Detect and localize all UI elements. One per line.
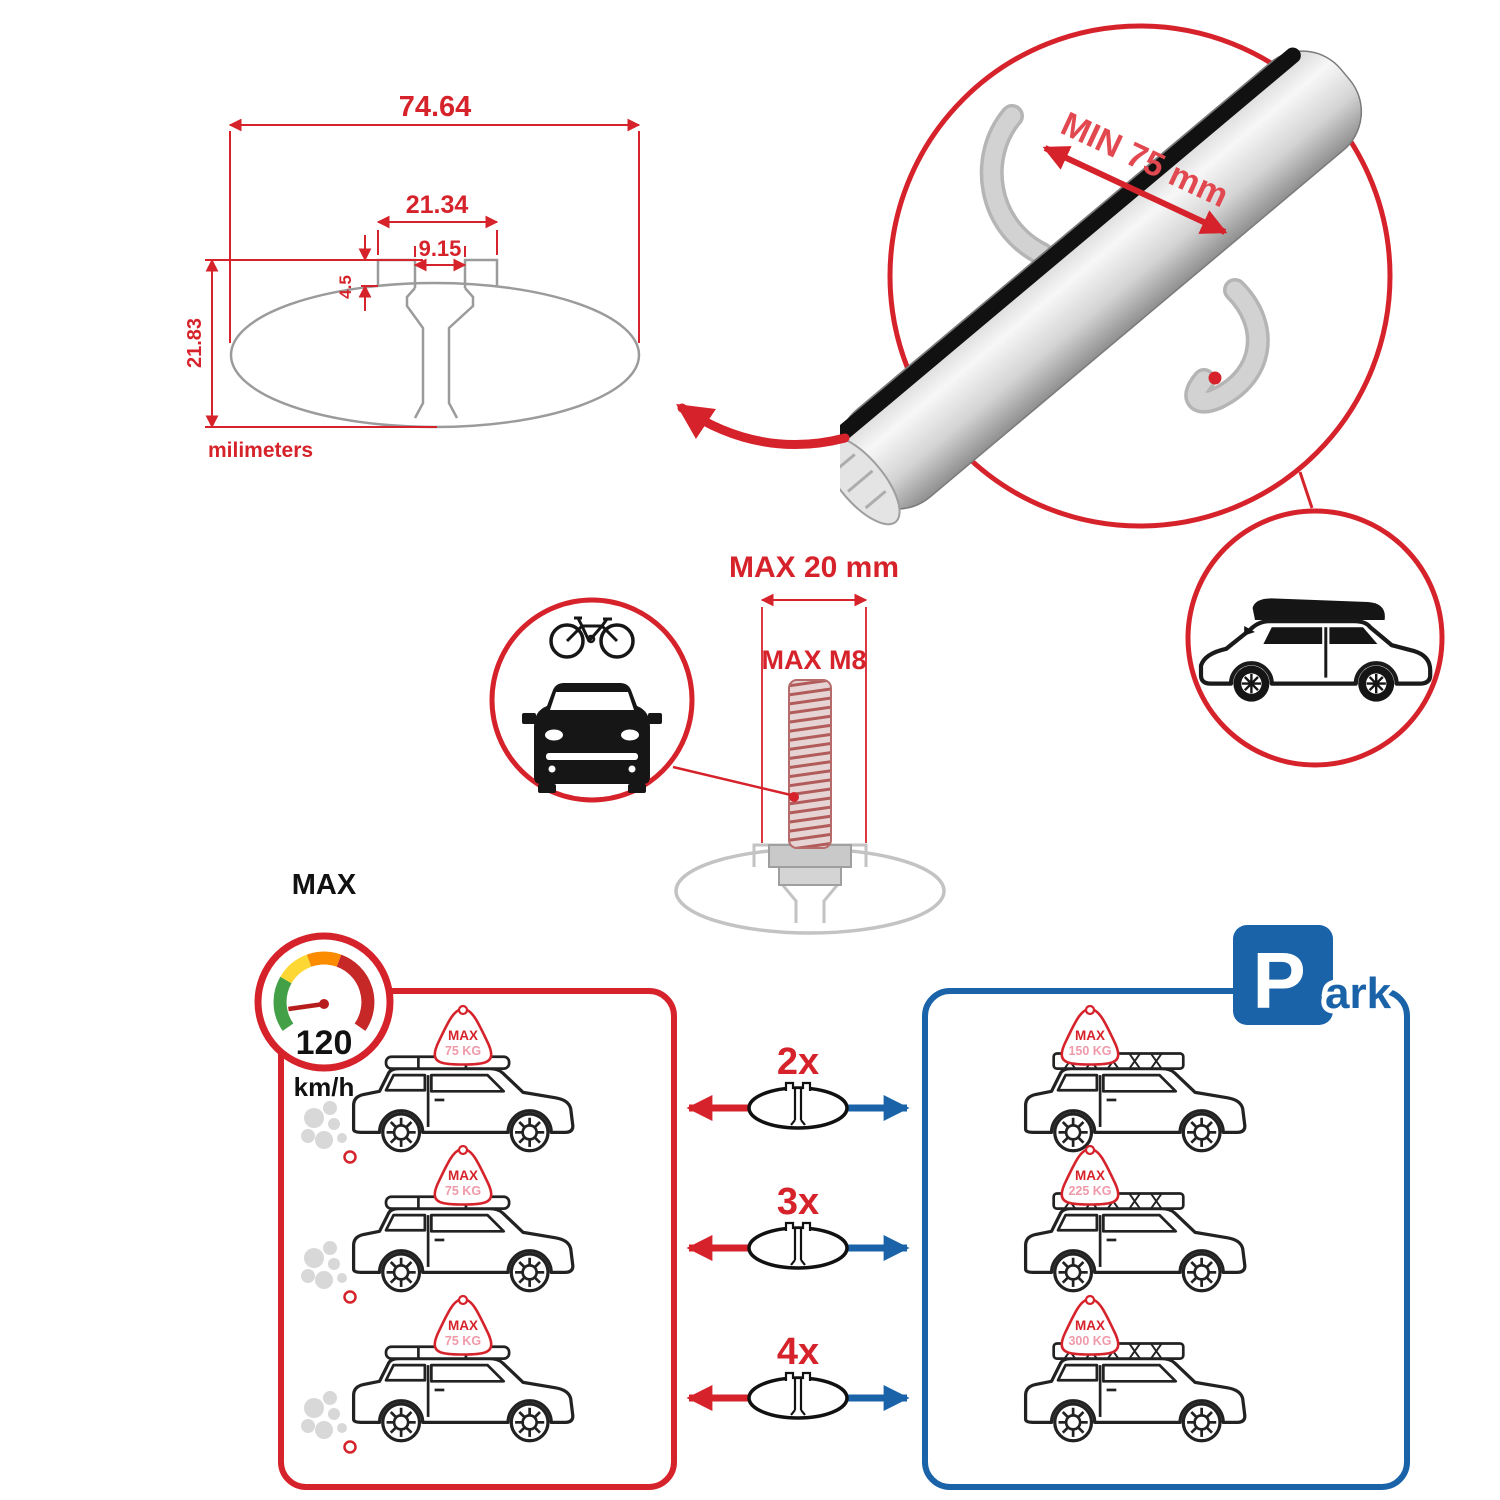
pointer-arrow-to-profile	[676, 403, 850, 450]
driving-car-row: MAX 75 KG	[301, 1294, 573, 1454]
speed-value: 120	[296, 1024, 353, 1062]
driving-car-row: MAX 75 KG	[301, 1004, 573, 1164]
load-sign-weight: 75 KG	[445, 1044, 481, 1058]
bar-count-row-2x: 2x	[686, 1041, 910, 1130]
load-sign: MAX 75 KG	[433, 1294, 493, 1356]
suv-wheel	[1233, 665, 1270, 702]
driving-car-icon	[354, 1345, 573, 1441]
suv-wheel	[1358, 665, 1395, 702]
dim-profile-height: 21.83	[184, 318, 206, 368]
skid-mark	[343, 1290, 357, 1304]
clamp-strap-lower	[1184, 278, 1270, 414]
parked-car-icon	[1026, 1342, 1245, 1441]
dim-width-total: 74.64	[399, 91, 472, 123]
park-sign: P ark	[1233, 925, 1397, 1025]
load-sign-max-label: MAX	[448, 1318, 478, 1333]
connector-to-suv	[1298, 471, 1314, 509]
bolt-point-dot	[789, 792, 799, 802]
suv-roofbox-badge	[1185, 508, 1445, 768]
profile-dimension-drawing: 74.64 21.34 9.15 4.5 21.83 milimeters	[184, 91, 641, 462]
load-sign-weight: 75 KG	[445, 1334, 481, 1348]
bar-count-label: 3x	[777, 1181, 819, 1223]
dimension-lines	[205, 118, 641, 429]
load-sign: MAX 75 KG	[433, 1144, 493, 1206]
suv-illustration	[1198, 598, 1433, 702]
bar-count-label: 4x	[777, 1331, 819, 1373]
bar-count-arrows: 2x 3x 4x	[686, 1041, 910, 1420]
load-sign: MAX 225 KG	[1060, 1144, 1120, 1206]
parked-car-icon	[1026, 1052, 1245, 1151]
profile-cross-section	[229, 258, 641, 429]
load-sign-max-label: MAX	[1075, 1168, 1105, 1183]
crossbar-render	[840, 47, 1363, 526]
profile-icon	[747, 1221, 849, 1270]
load-sign: MAX 75 KG	[433, 1004, 493, 1066]
parked-car-row: MAX 225 KG	[1026, 1144, 1245, 1291]
bike-icon	[549, 616, 635, 659]
park-sign-p: P	[1252, 936, 1305, 1025]
load-sign-max-label: MAX	[448, 1168, 478, 1183]
profile-icon	[747, 1371, 849, 1420]
bar-count-label: 2x	[777, 1041, 819, 1083]
dim-lip-height: 4.5	[336, 275, 355, 299]
connector-line	[672, 765, 792, 797]
profile-icon	[747, 1081, 849, 1130]
driving-rules-box	[278, 988, 677, 1490]
driving-car-icon	[354, 1055, 573, 1151]
gauge-arcs	[273, 951, 375, 1031]
load-sign-max-label: MAX	[1075, 1028, 1105, 1043]
rubber-strip	[840, 47, 1301, 439]
speed-limit-gauge: MAX 120 km/h	[254, 869, 394, 1102]
crossbar-detail-circle: MIN 75 mm	[840, 23, 1393, 529]
parked-cars-panel: MAX 150 KG MAX 225 KG MAX 300 KG	[940, 1004, 1390, 1479]
units-label: milimeters	[208, 439, 313, 462]
bar-count-row-3x: 3x	[686, 1181, 910, 1270]
clamp-strap-upper	[979, 104, 1054, 266]
parking-rules-box	[922, 988, 1410, 1490]
speed-unit: km/h	[294, 1072, 355, 1102]
bar-count-row-4x: 4x	[686, 1331, 910, 1420]
load-sign-max-label: MAX	[1075, 1318, 1105, 1333]
driving-car-row: MAX 75 KG	[301, 1144, 573, 1304]
load-sign-weight: 150 KG	[1068, 1044, 1111, 1058]
park-sign-square	[1233, 925, 1333, 1025]
smoke-icon	[301, 1391, 347, 1439]
smoke-icon	[301, 1241, 347, 1289]
load-sign-max-label: MAX	[448, 1028, 478, 1043]
load-sign-weight: 75 KG	[445, 1184, 481, 1198]
bolt-shaft	[788, 679, 832, 849]
park-sign-ark: ark	[1325, 969, 1392, 1018]
bolt-dimension-lines	[760, 593, 868, 843]
smoke-icon	[301, 1101, 347, 1149]
car-front-icon	[522, 683, 662, 793]
load-sign-weight: 300 KG	[1068, 1334, 1111, 1348]
skid-mark	[343, 1440, 357, 1454]
gauge-needle	[288, 999, 329, 1012]
parked-car-row: MAX 150 KG	[1026, 1004, 1245, 1151]
load-sign: MAX 150 KG	[1060, 1004, 1120, 1066]
min-span-arrow	[1042, 145, 1228, 235]
speed-max-label: MAX	[292, 869, 357, 901]
clamp-point-dot	[1208, 371, 1222, 385]
bolt-mount-diagram: MAX 20 mm MAX M8	[489, 551, 946, 935]
bike-car-badge	[489, 597, 695, 803]
driving-car-icon	[354, 1195, 573, 1291]
max-depth-label: MAX 20 mm	[729, 551, 899, 584]
dim-slot-opening: 9.15	[419, 236, 462, 261]
skid-mark	[343, 1150, 357, 1164]
parked-car-icon	[1026, 1192, 1245, 1291]
dim-slot-outer: 21.34	[406, 191, 469, 219]
load-sign-weight: 225 KG	[1068, 1184, 1111, 1198]
driving-cars-panel: MAX 75 KG MAX 75 KG	[301, 1004, 660, 1454]
parked-car-row: MAX 300 KG	[1026, 1294, 1245, 1441]
max-thread-label: MAX M8	[761, 645, 866, 675]
tbolt-head	[768, 844, 852, 886]
load-sign: MAX 300 KG	[1060, 1294, 1120, 1356]
